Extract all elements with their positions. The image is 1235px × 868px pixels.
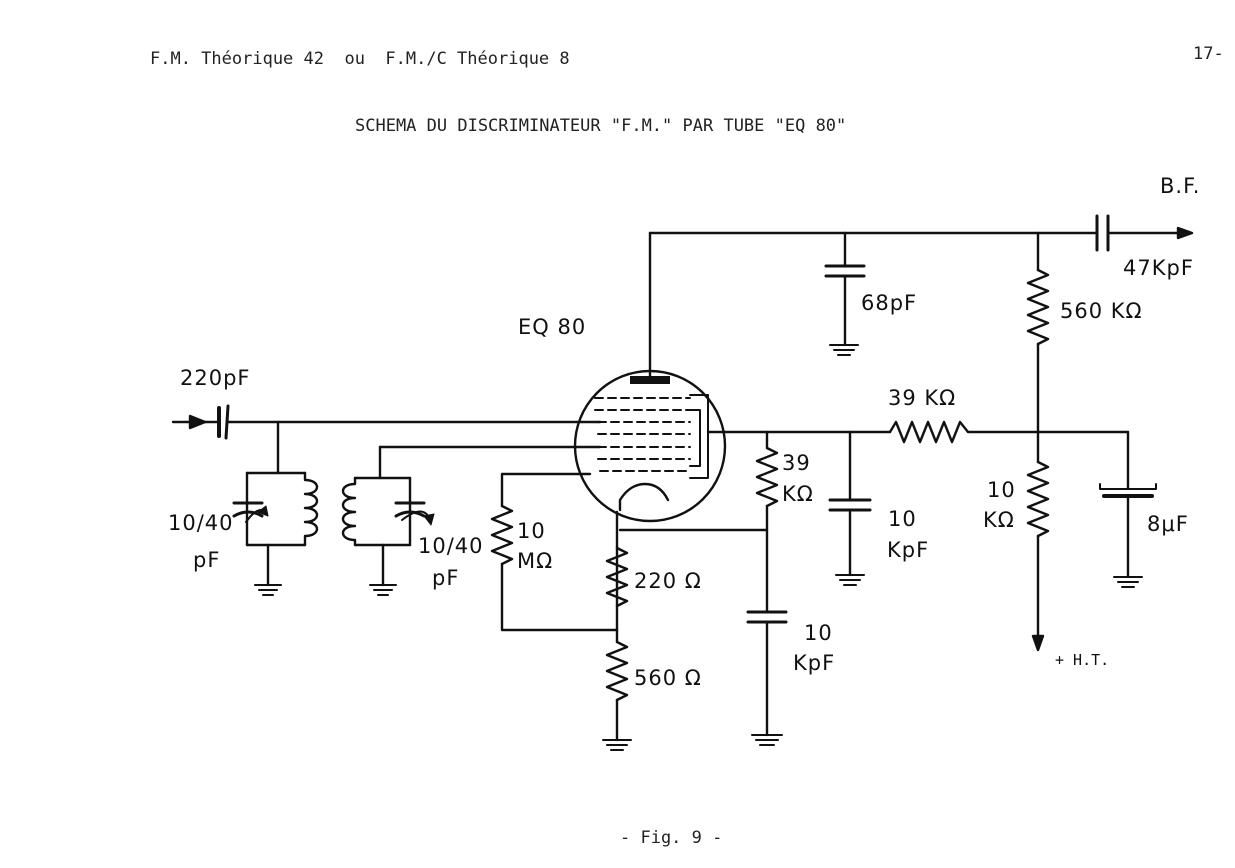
label-trimmer-left-a: 10/40 [168,511,234,535]
coil-right [341,476,357,547]
label-trimmer-right-a: 10/40 [418,534,484,558]
trimmer-left [232,501,269,523]
label-screen-cap-b: KpF [887,538,929,562]
label-trimmer-right-b: pF [432,566,459,590]
label-screen-res-b: KΩ [782,482,814,506]
tube-grid-frame [689,394,709,479]
ground-anode-cap [829,344,859,356]
label-cathode-res-2: 560 Ω [634,666,702,690]
label-anode-cap: 68pF [861,291,917,315]
label-grid-res-a: 10 [517,519,546,543]
label-screen-cap-a: 10 [888,507,917,531]
wire-grid-leak-top [500,472,592,508]
ground-decoupling [751,734,783,746]
ground-filter-cap [1113,576,1143,588]
page-number: 17- [1193,44,1224,64]
schematic-title: SCHEMA DU DISCRIMINATEUR "F.M." PAR TUBE… [355,116,847,136]
label-grid-res-b: MΩ [517,549,553,573]
supply-arrow [1031,634,1045,652]
page-header-left: F.M. Théorique 42 ou F.M./C Théorique 8 [150,49,570,69]
label-tube: EQ 80 [518,315,586,339]
label-filter-cap: 8μF [1147,512,1189,536]
label-screen-res-a: 39 [782,451,811,475]
label-bleeder-res-a: 10 [987,478,1016,502]
label-supply: + H.T. [1055,651,1109,669]
input-arrow [171,414,207,430]
ground-cathode [602,739,632,751]
label-input-cap: 220pF [180,366,251,390]
coil-left [303,471,319,547]
ground-tank-right [369,584,397,596]
figure-caption: - Fig. 9 - [620,828,723,848]
label-output-cap: 47KpF [1123,256,1194,280]
grid-leak-resistor [490,504,514,566]
screen-resistor [755,446,779,508]
label-output: B.F. [1160,174,1200,198]
decoupling-capacitor [746,610,788,624]
tube-anode [630,376,670,384]
label-bleeder-res-b: KΩ [983,508,1015,532]
screen-capacitor [828,498,872,512]
tube-cathode [618,482,670,512]
tube-grids [594,397,691,472]
cathode-resistor-560 [605,640,629,702]
anode-capacitor [824,264,866,278]
output-capacitor [1095,214,1110,252]
bleeder-resistor [1026,460,1050,538]
label-trimmer-left-b: pF [193,548,220,572]
load-resistor [1026,268,1050,346]
series-resistor [888,420,970,444]
label-decoup-cap-b: KpF [793,651,835,675]
ground-tank-left [254,584,282,596]
trimmer-right [394,501,435,526]
label-series-res: 39 KΩ [888,386,956,410]
label-decoup-cap-a: 10 [804,621,833,645]
label-load-res: 560 KΩ [1060,299,1143,323]
label-cathode-res-1: 220 Ω [634,569,702,593]
output-arrow [1176,226,1194,240]
cathode-resistor-220 [605,546,629,608]
ground-screen-cap [835,574,865,586]
input-capacitor [217,404,230,440]
